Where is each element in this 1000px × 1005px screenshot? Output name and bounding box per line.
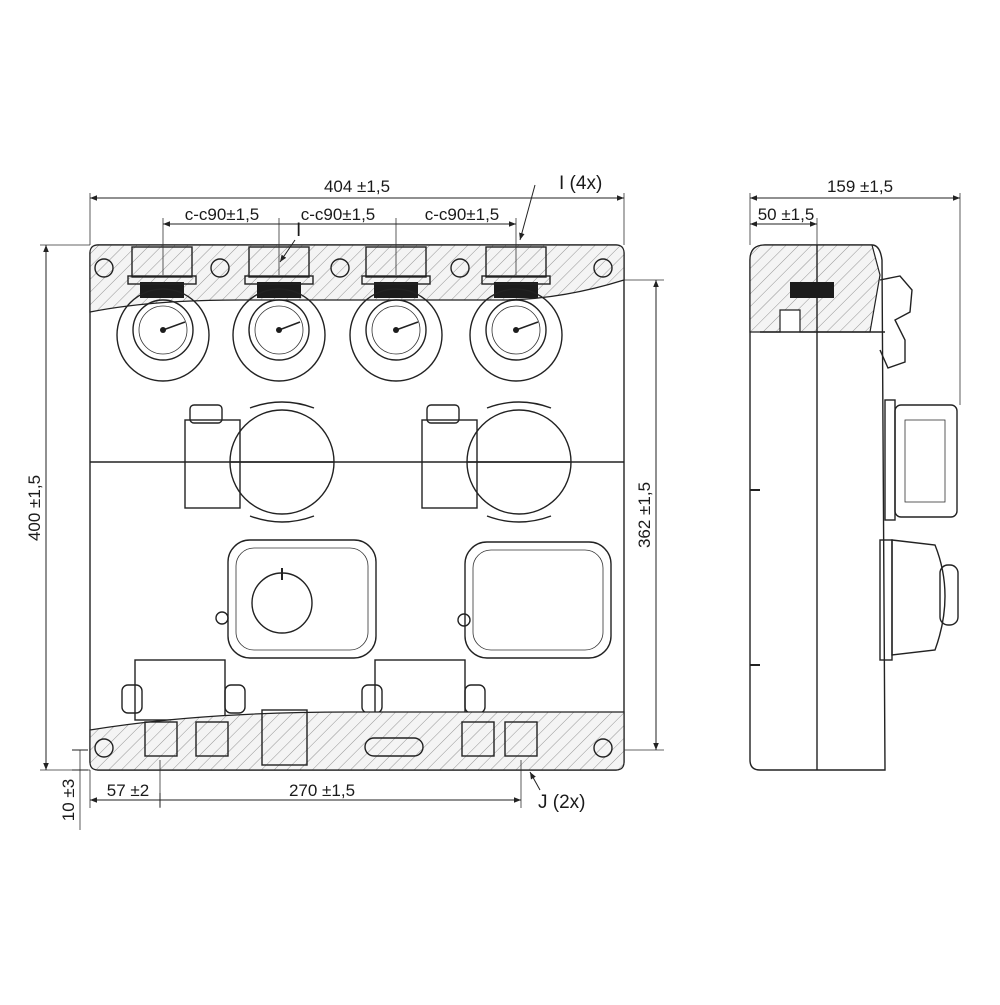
dim-left-offset: 57 ±2 <box>107 781 149 800</box>
dim-bottom-offset: 10 ±3 <box>59 779 78 821</box>
thermometer-gauges <box>116 288 563 382</box>
pipe-connections-bottom <box>144 709 538 766</box>
side-view: 159 ±1,5 50 ±1,5 <box>749 177 961 771</box>
dim-overall-depth: 159 ±1,5 <box>827 177 893 196</box>
gauge-icon <box>349 288 443 382</box>
lower-valve-blocks <box>121 659 486 721</box>
dim-center-spacing-1: c-c90±1,5 <box>185 205 260 224</box>
mount-hole <box>450 258 470 278</box>
callout-i: I <box>296 220 301 241</box>
side-pump-profile <box>894 404 958 518</box>
mount-hole <box>593 258 613 278</box>
mount-hole <box>94 258 114 278</box>
gauge-icon <box>232 288 326 382</box>
dim-inner-height: 362 ±1,5 <box>635 482 654 548</box>
mount-hole <box>94 738 114 758</box>
callout-j-2x: J (2x) <box>538 792 586 813</box>
dim-center-spacing-2: c-c90±1,5 <box>301 205 376 224</box>
mount-hole <box>593 738 613 758</box>
gauge-icon <box>116 288 210 382</box>
side-gauge-profile <box>879 275 913 369</box>
gauge-icon <box>469 288 563 382</box>
pump-icon <box>421 401 572 523</box>
actuators <box>215 539 612 659</box>
dim-partial-depth: 50 ±1,5 <box>758 205 815 224</box>
side-dimensions <box>749 193 961 405</box>
bottom-slot <box>364 737 424 757</box>
top-insulation-band <box>89 244 625 313</box>
side-connection <box>790 282 834 298</box>
side-actuator-profile <box>891 539 946 656</box>
pumps <box>184 401 572 523</box>
front-dimensions <box>40 184 664 830</box>
dim-outlet-spacing: 270 ±1,5 <box>289 781 355 800</box>
dim-center-spacing-3: c-c90±1,5 <box>425 205 500 224</box>
pump-icon <box>184 401 335 523</box>
actuator-icon <box>457 541 612 659</box>
pipe-connections-top <box>127 246 551 298</box>
front-view: 404 ±1,5 c-c90±1,5 c-c90±1,5 c-c90±1,5 I… <box>25 173 664 830</box>
dim-overall-width: 404 ±1,5 <box>324 177 390 196</box>
dim-overall-height: 400 ±1,5 <box>25 475 44 541</box>
callout-i-4x: I (4x) <box>559 173 602 194</box>
mount-hole <box>330 258 350 278</box>
mount-hole <box>210 258 230 278</box>
actuator-with-knob-icon <box>215 539 377 659</box>
bottom-insulation-band <box>89 711 625 771</box>
